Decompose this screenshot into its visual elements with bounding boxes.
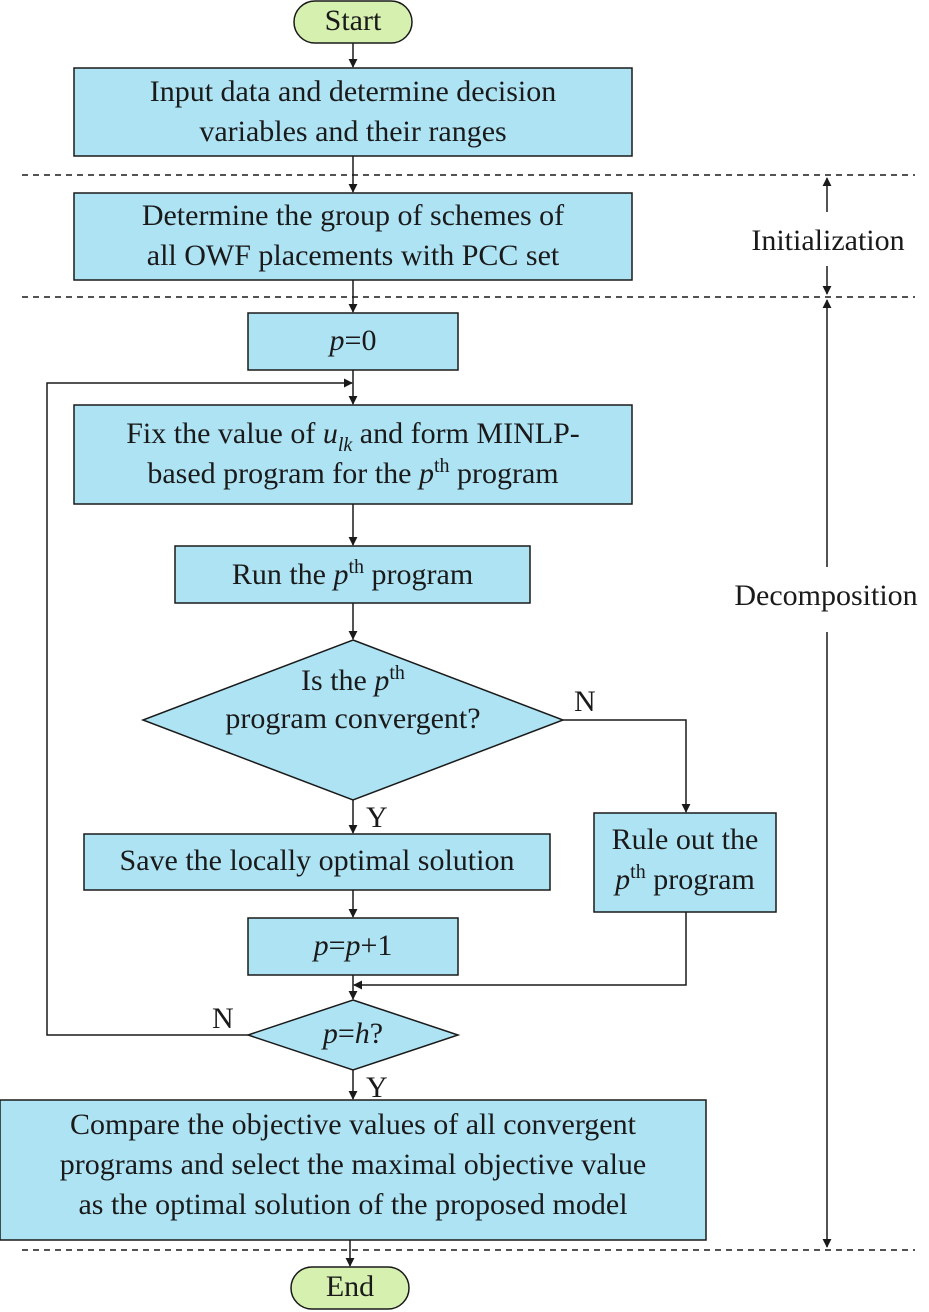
arrow-decision-no-to-rule-out — [563, 719, 691, 813]
determine-box-text: Determine the group of schemes of all OW… — [74, 196, 632, 275]
init-p-rest: =0 — [344, 324, 377, 357]
rule-out-line-2: pth program — [594, 860, 776, 900]
fix-box-text: Fix the value of ulk and form MINLP- bas… — [74, 414, 632, 494]
increment-p1: p — [313, 929, 329, 962]
fix-line2-post: program — [449, 457, 559, 490]
compare-line-2: programs and select the maximal objectiv… — [59, 1148, 647, 1181]
arrow-check-no-loop-back — [46, 378, 353, 1036]
decomposition-phase-label: Decomposition — [723, 576, 929, 616]
determine-line-2: all OWF placements with PCC set — [146, 238, 560, 272]
fix-line-2: based program for the pth program — [74, 454, 632, 494]
determine-line-1: Determine the group of schemes of — [141, 199, 565, 232]
convergence-line1-pre: Is the — [301, 664, 375, 697]
convergence-line-2: program convergent? — [225, 702, 481, 735]
fix-line-1: Fix the value of ulk and form MINLP- — [74, 414, 632, 456]
run-th-superscript: th — [348, 556, 365, 578]
init-p-var: p — [329, 324, 345, 357]
check-p: p — [322, 1017, 338, 1050]
increment-rest: +1 — [360, 929, 393, 962]
run-box-text: Run the pth program — [175, 546, 530, 603]
compare-line-3: as the optimal solution of the proposed … — [78, 1188, 628, 1221]
input-box-text: Input data and determine decision variab… — [74, 72, 632, 151]
fix-p-var: p — [418, 457, 434, 490]
compare-box-text: Compare the objective values of all conv… — [0, 1105, 706, 1225]
convergence-p-var: p — [374, 664, 390, 697]
rule-out-line-1: Rule out the — [611, 823, 759, 856]
check-no-label: N — [212, 1002, 234, 1035]
input-line-1: Input data and determine decision — [149, 75, 557, 108]
rule-out-box — [593, 812, 777, 913]
save-solution-box — [83, 833, 551, 891]
check-q: ? — [369, 1017, 384, 1050]
fix-th-superscript: th — [433, 455, 450, 477]
fix-line1-post: and form MINLP- — [352, 417, 580, 450]
input-data-box — [73, 67, 633, 157]
increment-eq: = — [328, 929, 346, 962]
fix-u-var: u — [322, 417, 338, 450]
convergence-line-1: Is the pth — [143, 662, 563, 700]
end-label: End — [325, 1270, 375, 1303]
initialization-phase-label: Initialization — [729, 221, 927, 261]
rule-out-text: Rule out the pth program — [594, 820, 776, 900]
fix-line1-pre: Fix the value of — [126, 417, 323, 450]
check-eq: = — [337, 1017, 355, 1050]
fix-u-box — [73, 404, 633, 505]
determine-schemes-box — [73, 192, 633, 281]
converge-yes-label: Y — [366, 801, 388, 834]
rule-out-line2-post: program — [645, 863, 755, 896]
convergence-th-superscript: th — [389, 662, 405, 684]
run-program-box — [174, 545, 531, 604]
rule-out-p-var: p — [615, 863, 631, 896]
check-yes-label: Y — [366, 1071, 388, 1104]
arrow-rule-out-to-merge — [353, 912, 687, 990]
run-pre: Run the — [231, 558, 334, 591]
increment-text: p=p+1 — [248, 918, 458, 975]
compare-box — [0, 1099, 707, 1241]
save-box-text: Save the locally optimal solution — [119, 844, 515, 877]
increment-p2: p — [345, 929, 361, 962]
init-p-box — [247, 312, 459, 371]
init-p-text: p=0 — [248, 313, 458, 370]
input-line-2: variables and their ranges — [199, 114, 507, 148]
end-terminal — [290, 1266, 410, 1310]
convergence-text: Is the pth program convergent? — [143, 662, 563, 738]
run-p-var: p — [333, 558, 349, 591]
check-h: h — [354, 1017, 370, 1050]
compare-line-1: Compare the objective values of all conv… — [70, 1108, 636, 1141]
converge-no-label: N — [574, 685, 596, 718]
check-text: p=h? — [248, 1012, 458, 1056]
run-post: program — [364, 558, 474, 591]
fix-line2-pre: based program for the — [147, 457, 419, 490]
start-label: Start — [324, 4, 382, 37]
rule-out-th-superscript: th — [630, 861, 646, 883]
fix-u-subscript: lk — [337, 434, 353, 456]
